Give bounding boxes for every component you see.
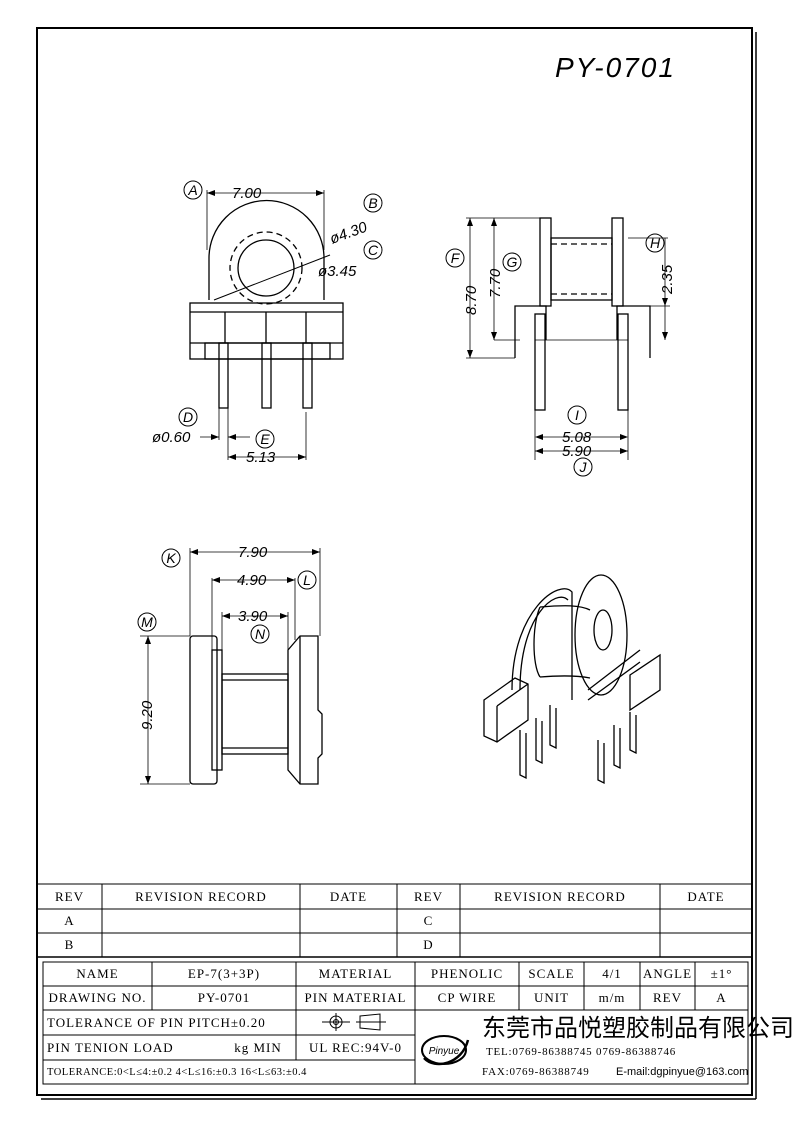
unit-label: UNIT — [533, 990, 570, 1005]
material-value: PHENOLIC — [430, 966, 504, 981]
angle-label: ANGLE — [642, 966, 693, 981]
name-value: EP-7(3+3P) — [187, 966, 261, 981]
dim-pin-dia: ø0.60 — [152, 429, 191, 446]
pin-material-label: PIN MATERIAL — [304, 990, 407, 1005]
company-name: 东莞市品悦塑胶制品有限公司 — [482, 1013, 793, 1042]
rev-value: A — [716, 990, 727, 1005]
callout-m: M — [141, 614, 153, 630]
top-view — [140, 548, 323, 785]
rev-a: A — [64, 913, 75, 928]
rev-c: C — [423, 913, 434, 928]
rev-header-2: REV — [414, 888, 443, 904]
callout-e: E — [260, 431, 270, 447]
callout-l: L — [303, 572, 311, 588]
dim-side-width: 7.90 — [238, 544, 268, 561]
scale-value: 4/1 — [602, 966, 622, 981]
tolerance-line: TOLERANCE:0<L≤4:±0.2 4<L≤16:±0.3 16<L≤63… — [47, 1066, 307, 1078]
pin-material-value: CP WIRE — [437, 990, 497, 1005]
isometric-view — [483, 574, 661, 785]
callout-f: F — [451, 250, 461, 266]
callout-g: G — [507, 254, 518, 270]
unit-value: m/m — [598, 990, 626, 1005]
dim-height-flange: 7.70 — [487, 268, 504, 298]
svg-text:Pinyue: Pinyue — [429, 1046, 460, 1057]
border-frame — [36, 27, 753, 1096]
dim-side-mid: 4.90 — [237, 572, 267, 589]
company-tel: TEL:0769-86388745 0769-86388746 — [486, 1046, 677, 1058]
callout-i: I — [575, 407, 579, 423]
dim-pin-row-inner: 5.08 — [562, 429, 592, 446]
dim-top-width: 7.00 — [232, 185, 262, 202]
dim-side-inner: 3.90 — [238, 608, 268, 625]
revision-record-header-1: REVISION RECORD — [135, 888, 267, 904]
callout-c: C — [368, 242, 379, 258]
dim-outer-dia: ø4.30 — [328, 218, 370, 247]
pin-tension-unit: kg MIN — [234, 1039, 282, 1055]
drawing-number-title: PY-0701 — [555, 52, 676, 83]
callout-n: N — [255, 626, 266, 642]
rev-b: B — [64, 937, 75, 952]
callout-h: H — [650, 235, 661, 251]
callout-k: K — [166, 550, 176, 566]
rev-header-1: REV — [55, 888, 84, 904]
angle-value: ±1° — [710, 966, 733, 981]
tolerance-pitch: TOLERANCE OF PIN PITCH±0.20 — [47, 1014, 266, 1030]
pin-tension-label: PIN TENION LOAD — [47, 1039, 174, 1055]
side-view — [466, 217, 670, 460]
company-logo: Pinyue — [421, 1035, 470, 1066]
front-view — [189, 190, 344, 460]
callout-d: D — [183, 409, 193, 425]
rev-label: REV — [653, 990, 682, 1005]
dim-height-total: 8.70 — [463, 285, 480, 315]
projection-symbol-icon — [322, 1013, 386, 1031]
callout-j: J — [579, 459, 588, 475]
ul-rec: UL REC:94V-0 — [308, 1039, 402, 1055]
callout-a: A — [187, 182, 197, 198]
dim-pin-pitch: 5.13 — [246, 449, 276, 466]
revision-record-header-2: REVISION RECORD — [494, 888, 626, 904]
material-label: MATERIAL — [318, 966, 393, 981]
drawing-no-label: DRAWING NO. — [48, 990, 147, 1005]
dim-pin-row-outer: 5.90 — [562, 443, 592, 460]
company-fax: FAX:0769-86388749 — [482, 1066, 590, 1078]
date-header-2: DATE — [687, 888, 725, 904]
date-header-1: DATE — [329, 888, 368, 904]
scale-label: SCALE — [528, 966, 575, 981]
dim-pin-offset: 2.35 — [659, 264, 676, 295]
callout-b: B — [368, 195, 377, 211]
drawing-no-value: PY-0701 — [197, 990, 251, 1005]
dim-inner-dia: ø3.45 — [318, 263, 357, 280]
rev-d: D — [423, 937, 434, 952]
dim-side-height: 9.20 — [139, 700, 156, 730]
company-email: E-mail:dgpinyue@163.com — [616, 1066, 749, 1078]
name-label: NAME — [76, 966, 119, 981]
